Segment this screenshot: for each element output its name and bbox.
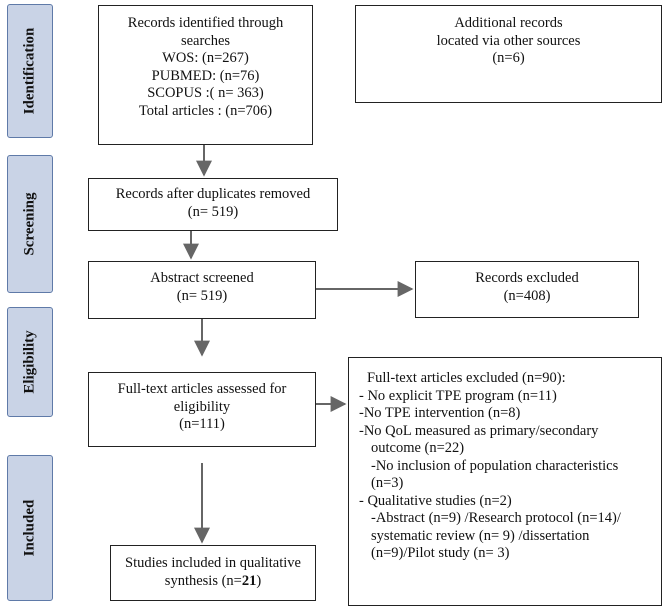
stage-identification: Identification <box>7 4 53 138</box>
stage-included: Included <box>7 455 53 601</box>
included-prefix: synthesis (n= <box>164 572 242 589</box>
fulltext-excluded-line: systematic review (n= 9) /dissertation <box>371 527 590 544</box>
identified-line: Total articles : (n=706) <box>138 102 273 119</box>
additional-line: (n=6) <box>492 50 525 66</box>
included-count: 21 <box>241 572 257 589</box>
duplicates-line: (n= 519) <box>187 203 239 220</box>
duplicates-removed-box: Records after duplicates removed (n= 519… <box>88 178 338 231</box>
records-excluded-box: Records excluded (n=408) <box>415 261 639 318</box>
identified-line: Records identified through <box>127 15 284 31</box>
fulltext-excluded-line: -No inclusion of population characterist… <box>371 457 619 474</box>
identified-line: WOS: (n=267) <box>162 50 249 66</box>
identified-line: searches <box>180 32 231 49</box>
fulltext-line: (n=111) <box>179 416 225 432</box>
fulltext-excluded-line: -Abstract (n=9) /Research protocol (n=14… <box>371 510 621 526</box>
included-suffix: ) <box>256 572 262 589</box>
included-line: synthesis (n=21) <box>111 573 315 591</box>
fulltext-assessed-box: Full-text articles assessed for eligibil… <box>88 372 316 447</box>
fulltext-excluded-line: (n=9)/Pilot study (n= 3) <box>371 545 510 561</box>
fulltext-line: Full-text articles assessed for <box>117 381 287 397</box>
duplicates-line: Records after duplicates removed <box>115 186 311 202</box>
stage-screening: Screening <box>7 155 53 293</box>
fulltext-excluded-line: (n=3) <box>371 475 404 491</box>
fulltext-excluded-box: Full-text articles excluded (n=90): - No… <box>348 357 662 606</box>
fulltext-excluded-line: - Qualitative studies (n=2) <box>359 492 512 509</box>
fulltext-excluded-line: -No TPE intervention (n=8) <box>359 405 521 421</box>
abstract-line: Abstract screened <box>150 270 254 286</box>
fulltext-excluded-line: outcome (n=22) <box>371 440 465 456</box>
additional-line: located via other sources <box>436 32 581 49</box>
identified-line: PUBMED: (n=76) <box>151 67 260 84</box>
excluded-line: (n=408) <box>503 287 551 304</box>
records-identified-box: Records identified through searches WOS:… <box>98 5 313 145</box>
abstract-line: (n= 519) <box>176 287 228 304</box>
excluded-line: Records excluded <box>475 270 579 286</box>
fulltext-line: eligibility <box>173 398 231 415</box>
studies-included-box: Studies included in qualitative synthesi… <box>110 545 316 601</box>
additional-line: Additional records <box>454 15 563 31</box>
fulltext-excluded-line: Full-text articles excluded (n=90): <box>367 370 566 386</box>
fulltext-excluded-line: - No explicit TPE program (n=11) <box>359 387 557 404</box>
abstract-screened-box: Abstract screened (n= 519) <box>88 261 316 319</box>
identified-line: SCOPUS :( n= 363) <box>147 85 264 101</box>
fulltext-excluded-line: -No QoL measured as primary/secondary <box>359 422 599 439</box>
stage-eligibility: Eligibility <box>7 307 53 417</box>
included-line: Studies included in qualitative <box>125 555 301 571</box>
additional-records-box: Additional records located via other sou… <box>355 5 662 103</box>
